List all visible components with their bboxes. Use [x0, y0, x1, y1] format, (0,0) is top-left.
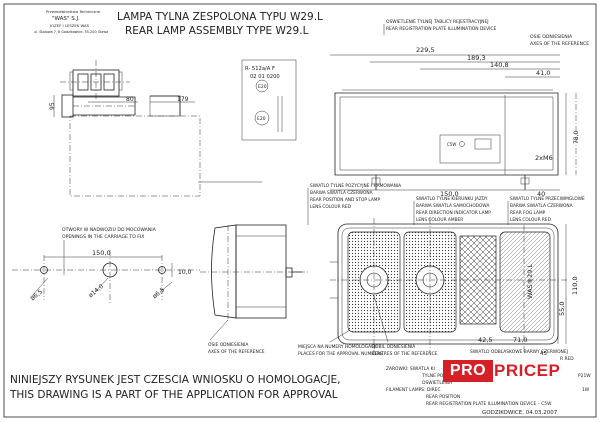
ref-axis2-en: AXES OF THE REFERENCE — [208, 349, 265, 355]
dim-2xM6: 2xM6 — [535, 154, 553, 162]
company-block: Przedsiebiorstwo Techniczne "WAS" S.J. J… — [34, 9, 108, 34]
legend-pl-3: OSWIETLENIA — [422, 380, 452, 386]
e-mark-2: E20 — [257, 116, 266, 122]
ref-centres-pl: ROBIL ODNIESIENIA — [372, 344, 415, 350]
approval-place-en: PLACES FOR THE APPROVAL NUMBERS — [298, 351, 383, 357]
legend-pl-1: ZAROWKI: SWIATLA KI — [386, 366, 435, 372]
plate-light-en: REAR REGISTRATION PLATE ILLUMINATION DEV… — [386, 26, 496, 32]
fog-pl2: BARWA SWIATLA CZERWONA — [510, 203, 573, 209]
bulb-legend: ZAROWKI: SWIATLA KI TYLNE POZYC OSWIETLE… — [386, 366, 591, 407]
direction-pl2: BARWA SWIATLA SAMOCHODOWA — [416, 203, 489, 209]
title-pl: LAMPA TYLNA ZESPOLONA TYPU W29.L — [117, 11, 323, 23]
dim-10: 10,0 — [178, 269, 192, 276]
position-stop-pl2: BARWA SWIATLA CZERWONA — [310, 190, 373, 196]
front-view: WAS®29.L 110,0 55,0 42,5 71,0 45 — [330, 218, 579, 357]
dim-78: 78,0 — [573, 130, 580, 144]
approval-code-1: R- 512a/A F — [245, 66, 275, 72]
statement-pl: NINIEJSZY RYSUNEK JEST CZESCIA WNIOSKU O… — [10, 374, 341, 386]
approval-code-2: 02 01 0200 — [250, 74, 280, 80]
was-mark: WAS®29.L — [526, 264, 534, 299]
ref-axis-en: AXES OF THE REFERENCE — [530, 41, 589, 47]
lower-callouts: OSIE ODNIESIENIA AXES OF THE REFERENCE M… — [208, 295, 574, 362]
plate-light-label: C5W — [447, 142, 456, 147]
dim-71: 71,0 — [513, 336, 527, 344]
legend-pl-2: TYLNE POZYC — [421, 373, 452, 379]
dim-229: 229,5 — [416, 46, 435, 54]
company-line-3: JOZEF I LESZEK WAS — [49, 23, 90, 28]
mount-profile-view: 95 80 179 — [49, 94, 262, 197]
dim-140: 140,8 — [490, 61, 509, 69]
direction-pl1: SWIATLO TYLNE KIERUNKU JAZDY — [416, 196, 488, 202]
fog-en2: LENS COLOUR RED — [510, 217, 552, 223]
sheet-frame — [3, 3, 597, 418]
direction-en2: LENS COLOUR AMBER — [416, 217, 463, 223]
mounting-holes-view: OTWORY W NADWOZIU DO MOCOWANIA OPENINGS … — [12, 227, 200, 305]
dim-55: 55,0 — [558, 302, 566, 316]
legend-en-1: FILAMENT LAMPS: DIREC — [386, 387, 441, 393]
ref-centres-en: CENTRES OF THE REFERENCE — [372, 351, 438, 357]
ref-axis-pl: OSIE ODNIESIENIA — [530, 34, 573, 40]
position-stop-en1: REAR POSITION AND STOP LAMP — [310, 197, 380, 203]
dim-80: 80 — [126, 96, 134, 103]
company-line-1: Przedsiebiorstwo Techniczne — [46, 9, 101, 14]
dim-150b: 150,0 — [92, 249, 111, 257]
direction-en1: REAR DIRECTION INDICATOR LAMP — [416, 210, 491, 216]
dim-42-5: 42,5 — [478, 336, 492, 344]
dim-hole-14: ø14,0 — [87, 283, 105, 299]
plan-view: OSWIETLENIE TYLNEJ TABLICY REJESTRACYJNE… — [330, 19, 589, 198]
legend-w5w: 1W — [582, 387, 590, 393]
dim-45: 45 — [540, 351, 547, 357]
reflector-en: R RED — [560, 356, 574, 362]
company-line-4: ul. Stolowa 7, 8 Godzikowice, 55-200 Ola… — [34, 30, 108, 34]
dim-150: 150,0 — [440, 190, 459, 198]
openings-pl: OTWORY W NADWOZIU DO MOCOWANIA — [62, 227, 157, 233]
fog-lens — [499, 231, 551, 333]
legend-en-2: REAR POSITION — [426, 394, 460, 400]
dim-189: 189,3 — [467, 54, 486, 62]
watermark-pricep: PRICEP — [494, 360, 576, 382]
dim-179: 179 — [177, 96, 189, 103]
reflector-pl: SWIATLO ODBLASKOWE BARWY CZERWONEJ — [470, 349, 568, 355]
dim-95: 95 — [49, 102, 56, 110]
dim-40: 40 — [537, 190, 545, 198]
top-left-view — [60, 60, 130, 100]
position-stop-en2: LENS COLOUR RED — [310, 204, 352, 210]
front-view-callouts: SWIATLO TYLNE POZYCYJNE I HAMOWANIA BARW… — [307, 183, 585, 225]
fog-en1: REAR FOG LAMP — [510, 210, 546, 216]
fog-pl1: SWIATLO TYLNE PRZECIWMGLOWE — [510, 196, 585, 202]
position-stop-pl1: SWIATLO TYLNE POZYCYJNE I HAMOWANIA — [310, 183, 401, 189]
dim-hole-6b: ø6,5 — [151, 286, 166, 300]
openings-en: OPENINGS IN THE CARRIAGE TO FIX — [62, 234, 144, 240]
side-view — [200, 224, 310, 320]
title-en: REAR LAMP ASSEMBLY TYPE W29.L — [125, 25, 309, 37]
dim-110: 110,0 — [571, 276, 579, 295]
e-mark-1: E20 — [258, 84, 267, 90]
statement-en: THIS DRAWING IS A PART OF THE APPLICATIO… — [9, 389, 338, 401]
legend-p21w: P21W — [578, 373, 591, 379]
legend-en-3: REAR REGISTRATION PLATE ILLUMINATION DEV… — [426, 401, 552, 407]
approval-place-pl: MIEJSCA NA NUMERY HOMOLOGACJI — [298, 344, 377, 350]
homologation-mark: R- 512a/A F 02 01 0200 E20 E20 — [241, 59, 297, 141]
ref-axis2-pl: OSIE ODNIESIENIA — [208, 342, 248, 348]
watermark-pro: PRO — [443, 360, 493, 382]
dim-41: 41,0 — [536, 69, 550, 77]
dim-hole-6a: ø6,5 — [29, 288, 44, 302]
plate-light-pl: OSWIETLENIE TYLNEJ TABLICY REJESTRACYJNE… — [386, 19, 489, 25]
place-date: GODZIKOWICE, 04.03.2007 — [482, 410, 558, 416]
company-line-2: "WAS" S.J. — [52, 16, 80, 22]
